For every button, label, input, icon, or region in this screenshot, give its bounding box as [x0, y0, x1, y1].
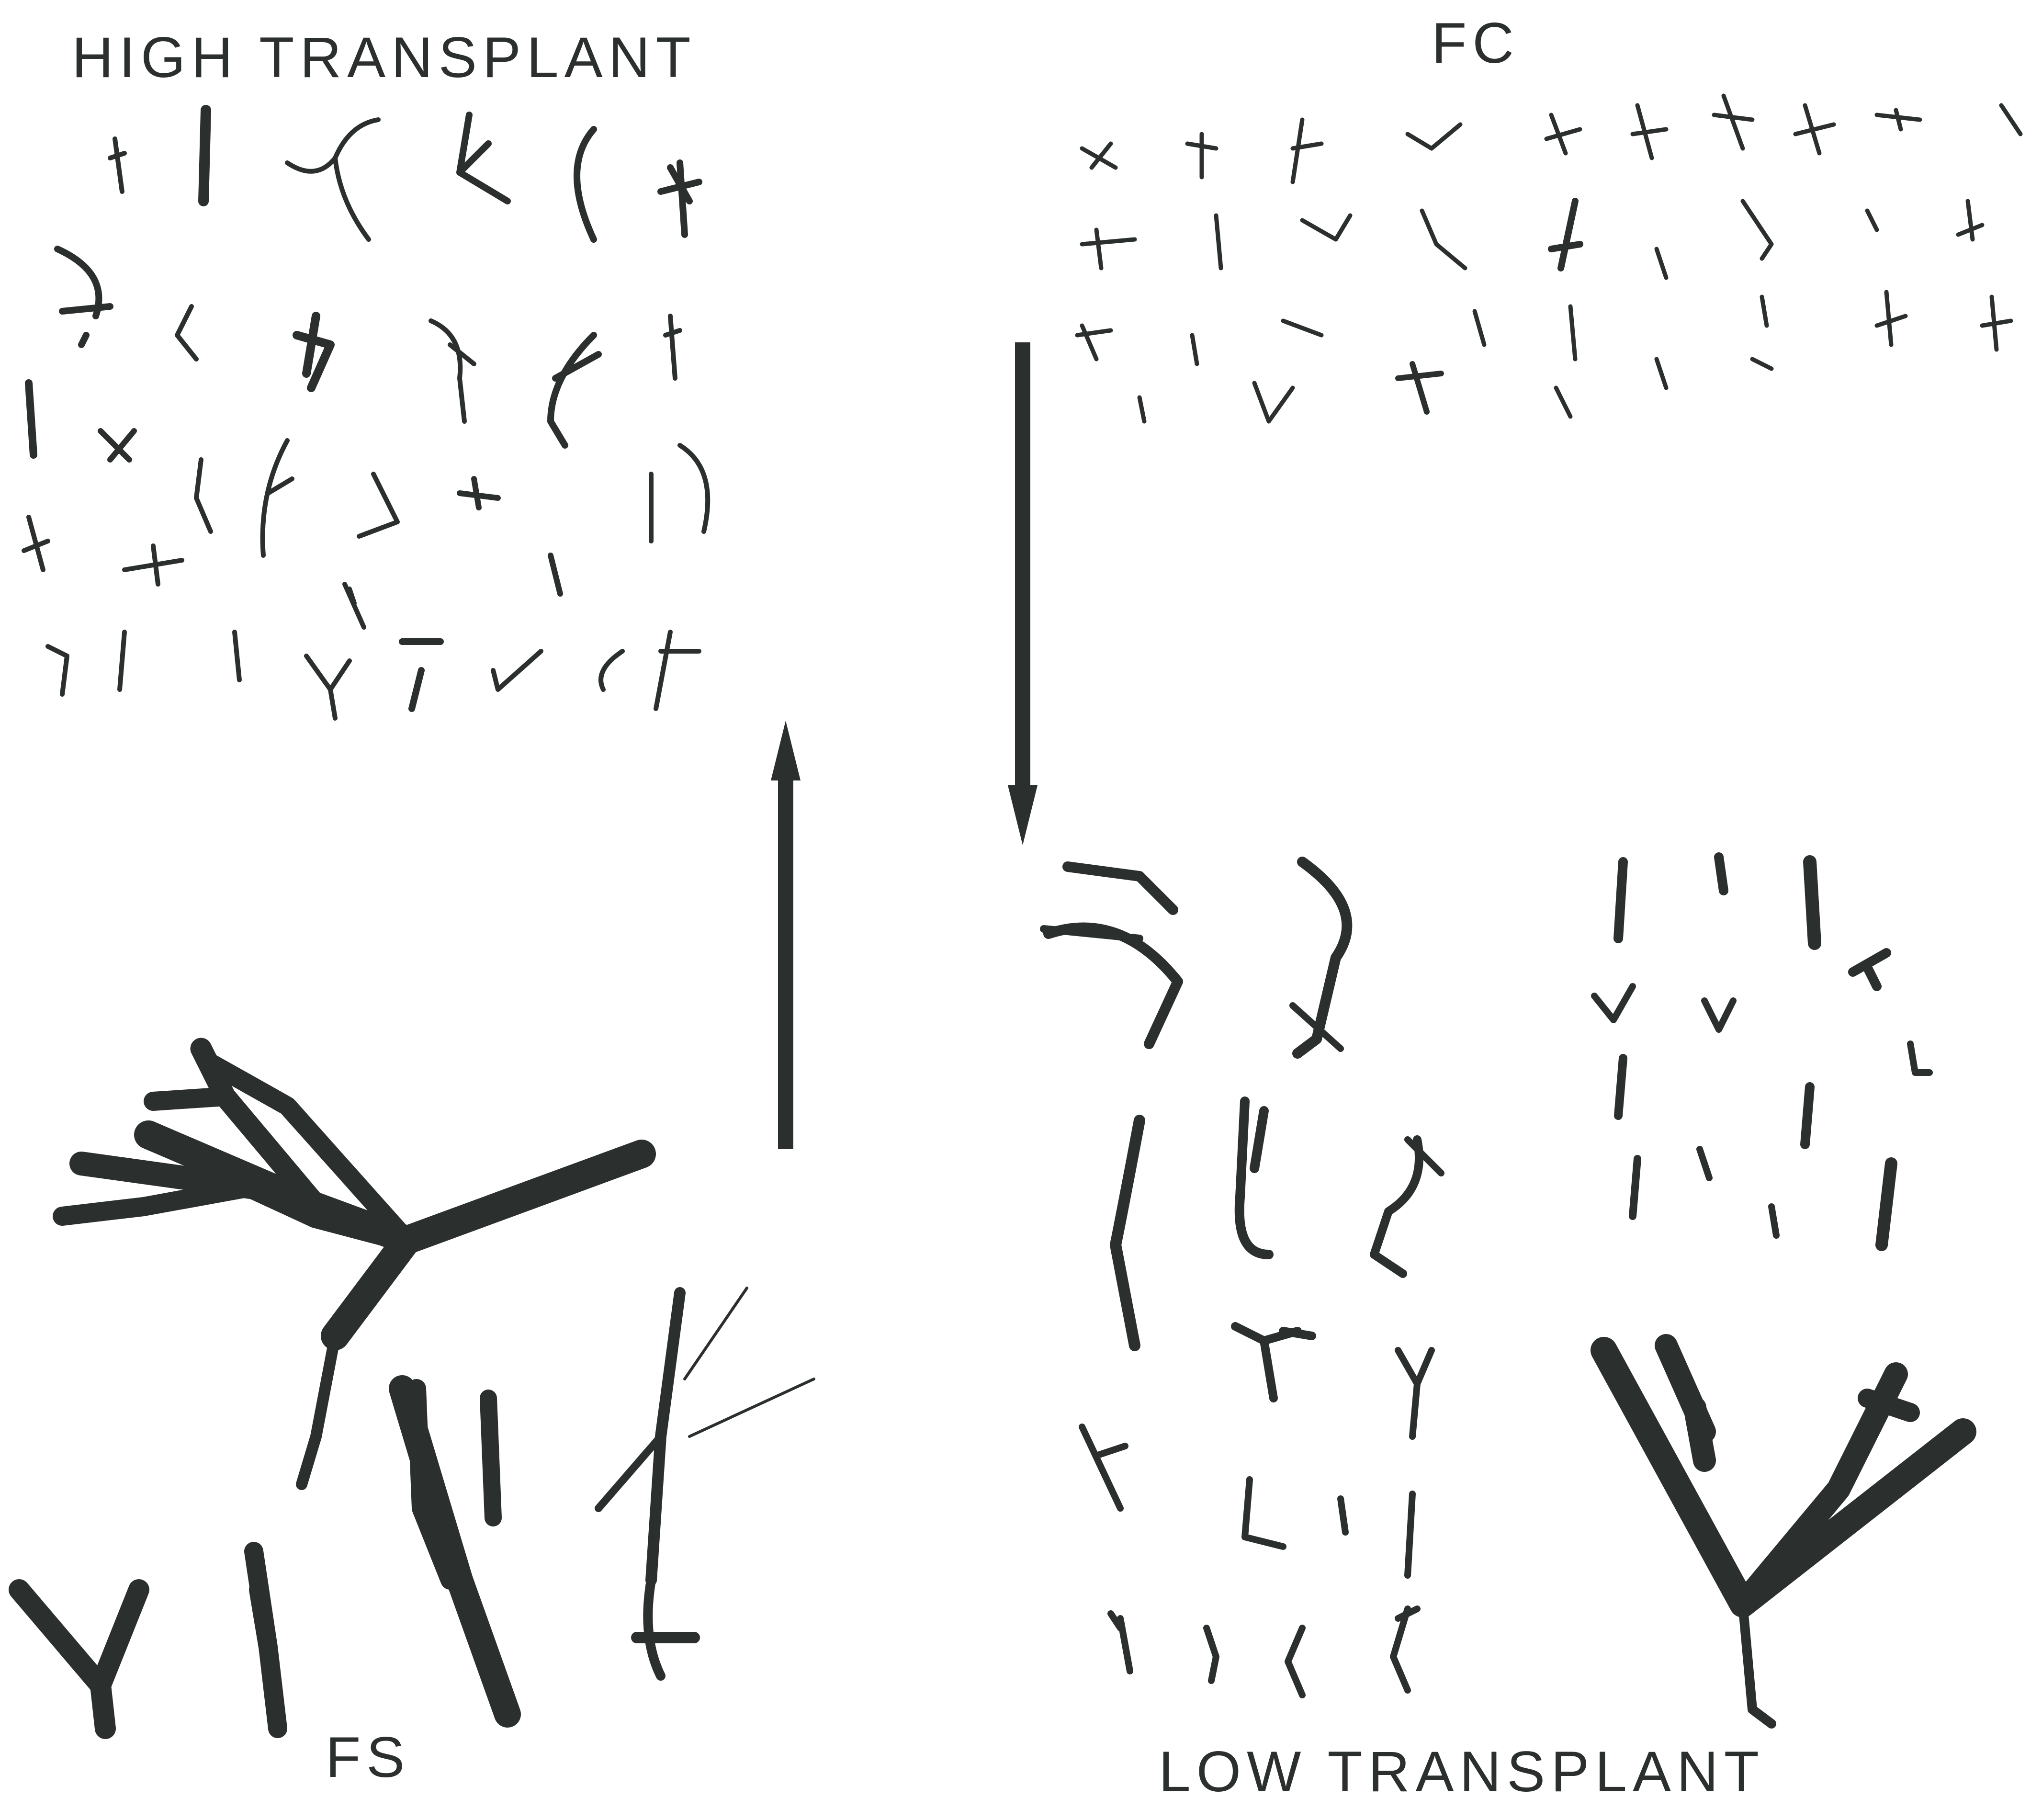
label-high-transplant: HIGH TRANSPLANT	[72, 29, 697, 86]
label-low-transplant: LOW TRANSPLANT	[1159, 1743, 1765, 1800]
fs-specimens	[19, 1049, 814, 1729]
label-fs: FS	[326, 1729, 410, 1786]
high-transplant-specimens	[24, 110, 708, 718]
arrow-fs-to-high	[771, 721, 801, 1149]
label-fc: FC	[1432, 14, 1520, 72]
fc-specimens	[1077, 96, 2020, 421]
low-transplant-specimens	[1044, 857, 1963, 1724]
arrow-fc-to-low	[1008, 342, 1038, 845]
